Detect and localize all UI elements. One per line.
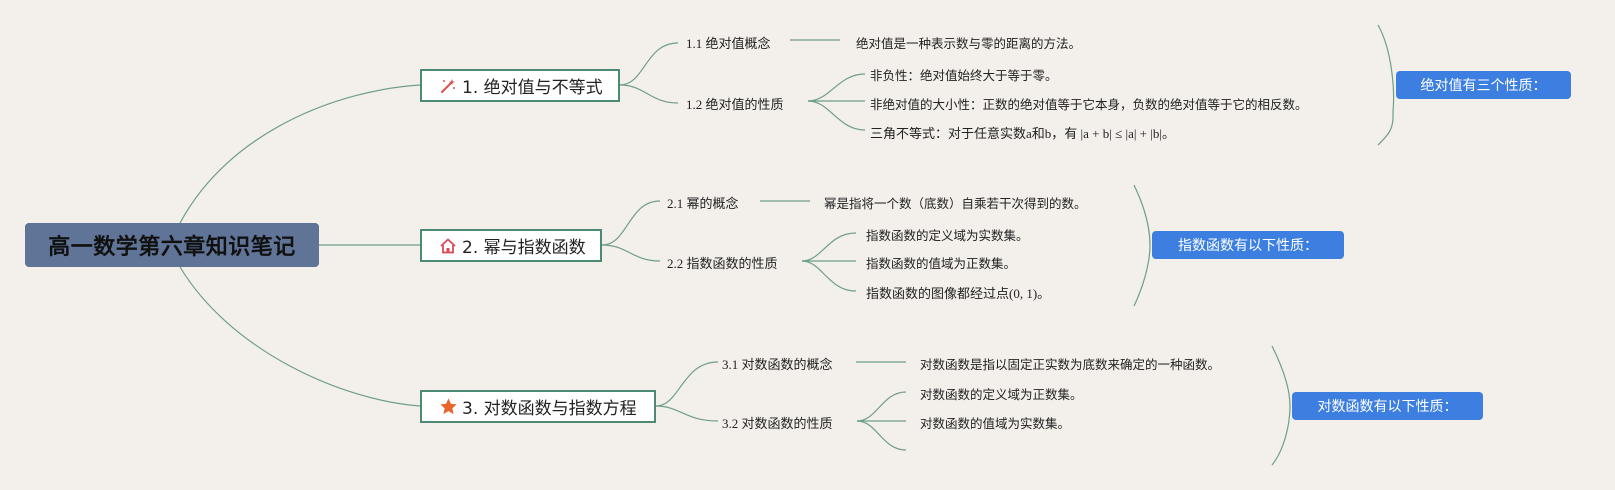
connector-topic1-sub2 [619, 84, 679, 104]
summary-brace-3 [1271, 345, 1291, 466]
connector-sub12-detail1 [807, 73, 866, 102]
connector-sub32-detail1 [856, 391, 907, 422]
connector-sub32-detail3 [856, 420, 907, 451]
subtopic-3-1[interactable]: 3.1 对数函数的概念 [722, 357, 833, 372]
home-icon [438, 236, 458, 256]
detail-2-2-1: 指数函数的定义域为实数集。 [866, 228, 1029, 243]
summary-brace-1 [1377, 24, 1395, 146]
summary-1-label: 绝对值有三个性质： [1420, 78, 1547, 94]
detail-1-1-1: 绝对值是一种表示数与零的距离的方法。 [856, 36, 1082, 51]
root-topic[interactable]: 高一数学第六章知识笔记 [25, 223, 319, 267]
connector-topic1-sub1 [619, 42, 679, 86]
summary-3-label: 对数函数有以下性质： [1317, 399, 1458, 415]
subtopic-2-1[interactable]: 2.1 幂的概念 [667, 196, 739, 211]
connector-topic3-sub1 [655, 361, 719, 407]
summary-3[interactable]: 对数函数有以下性质： [1292, 392, 1483, 420]
detail-1-2-2: 非绝对值的大小性：正数的绝对值等于它本身，负数的绝对值等于它的相反数。 [870, 97, 1308, 112]
detail-1-2-1: 非负性：绝对值始终大于等于零。 [870, 68, 1058, 83]
star-icon [438, 397, 458, 417]
detail-3-2-2: 对数函数的值域为实数集。 [920, 416, 1071, 431]
summary-2[interactable]: 指数函数有以下性质： [1152, 231, 1344, 259]
connector-sub12-detail3 [807, 100, 866, 131]
subtopic-1-2[interactable]: 1.2 绝对值的性质 [686, 97, 784, 112]
detail-1-2-3: 三角不等式：对于任意实数a和b，有 |a + b| ≤ |a| + |b|。 [870, 126, 1175, 141]
connector-root-topic-3 [179, 266, 421, 407]
subtopic-1-1[interactable]: 1.1 绝对值概念 [686, 36, 771, 51]
topic-3-label: 3. 对数函数与指数方程 [462, 399, 637, 419]
topic-1[interactable]: 1. 绝对值与不等式 [420, 69, 620, 102]
detail-3-1-1: 对数函数是指以固定正实数为底数来确定的一种函数。 [920, 357, 1221, 372]
summary-1[interactable]: 绝对值有三个性质： [1396, 71, 1571, 99]
connector-sub22-detail3 [801, 260, 857, 292]
subtopic-3-2[interactable]: 3.2 对数函数的性质 [722, 416, 833, 431]
detail-3-2-1: 对数函数的定义域为正数集。 [920, 387, 1083, 402]
detail-2-2-3: 指数函数的图像都经过点(0, 1)。 [866, 286, 1051, 301]
connector-topic3-sub2 [655, 405, 719, 422]
connector-sub22-detail1 [801, 232, 857, 262]
magic-wand-icon [438, 76, 458, 96]
detail-2-1-1: 幂是指将一个数（底数）自乘若干次得到的数。 [824, 196, 1087, 211]
summary-2-label: 指数函数有以下性质： [1178, 238, 1318, 254]
topic-3[interactable]: 3. 对数函数与指数方程 [420, 390, 656, 423]
subtopic-2-2[interactable]: 2.2 指数函数的性质 [667, 256, 778, 271]
connector-root-topic-1 [179, 84, 421, 224]
topic-1-label: 1. 绝对值与不等式 [462, 78, 603, 98]
topic-2[interactable]: 2. 幂与指数函数 [420, 229, 602, 262]
connector-topic2-sub2 [601, 244, 661, 262]
topic-2-label: 2. 幂与指数函数 [462, 238, 586, 258]
connector-topic2-sub1 [601, 200, 661, 246]
detail-2-2-2: 指数函数的值域为正数集。 [866, 256, 1017, 271]
summary-brace-2 [1133, 184, 1151, 307]
root-topic-label: 高一数学第六章知识笔记 [48, 235, 296, 260]
